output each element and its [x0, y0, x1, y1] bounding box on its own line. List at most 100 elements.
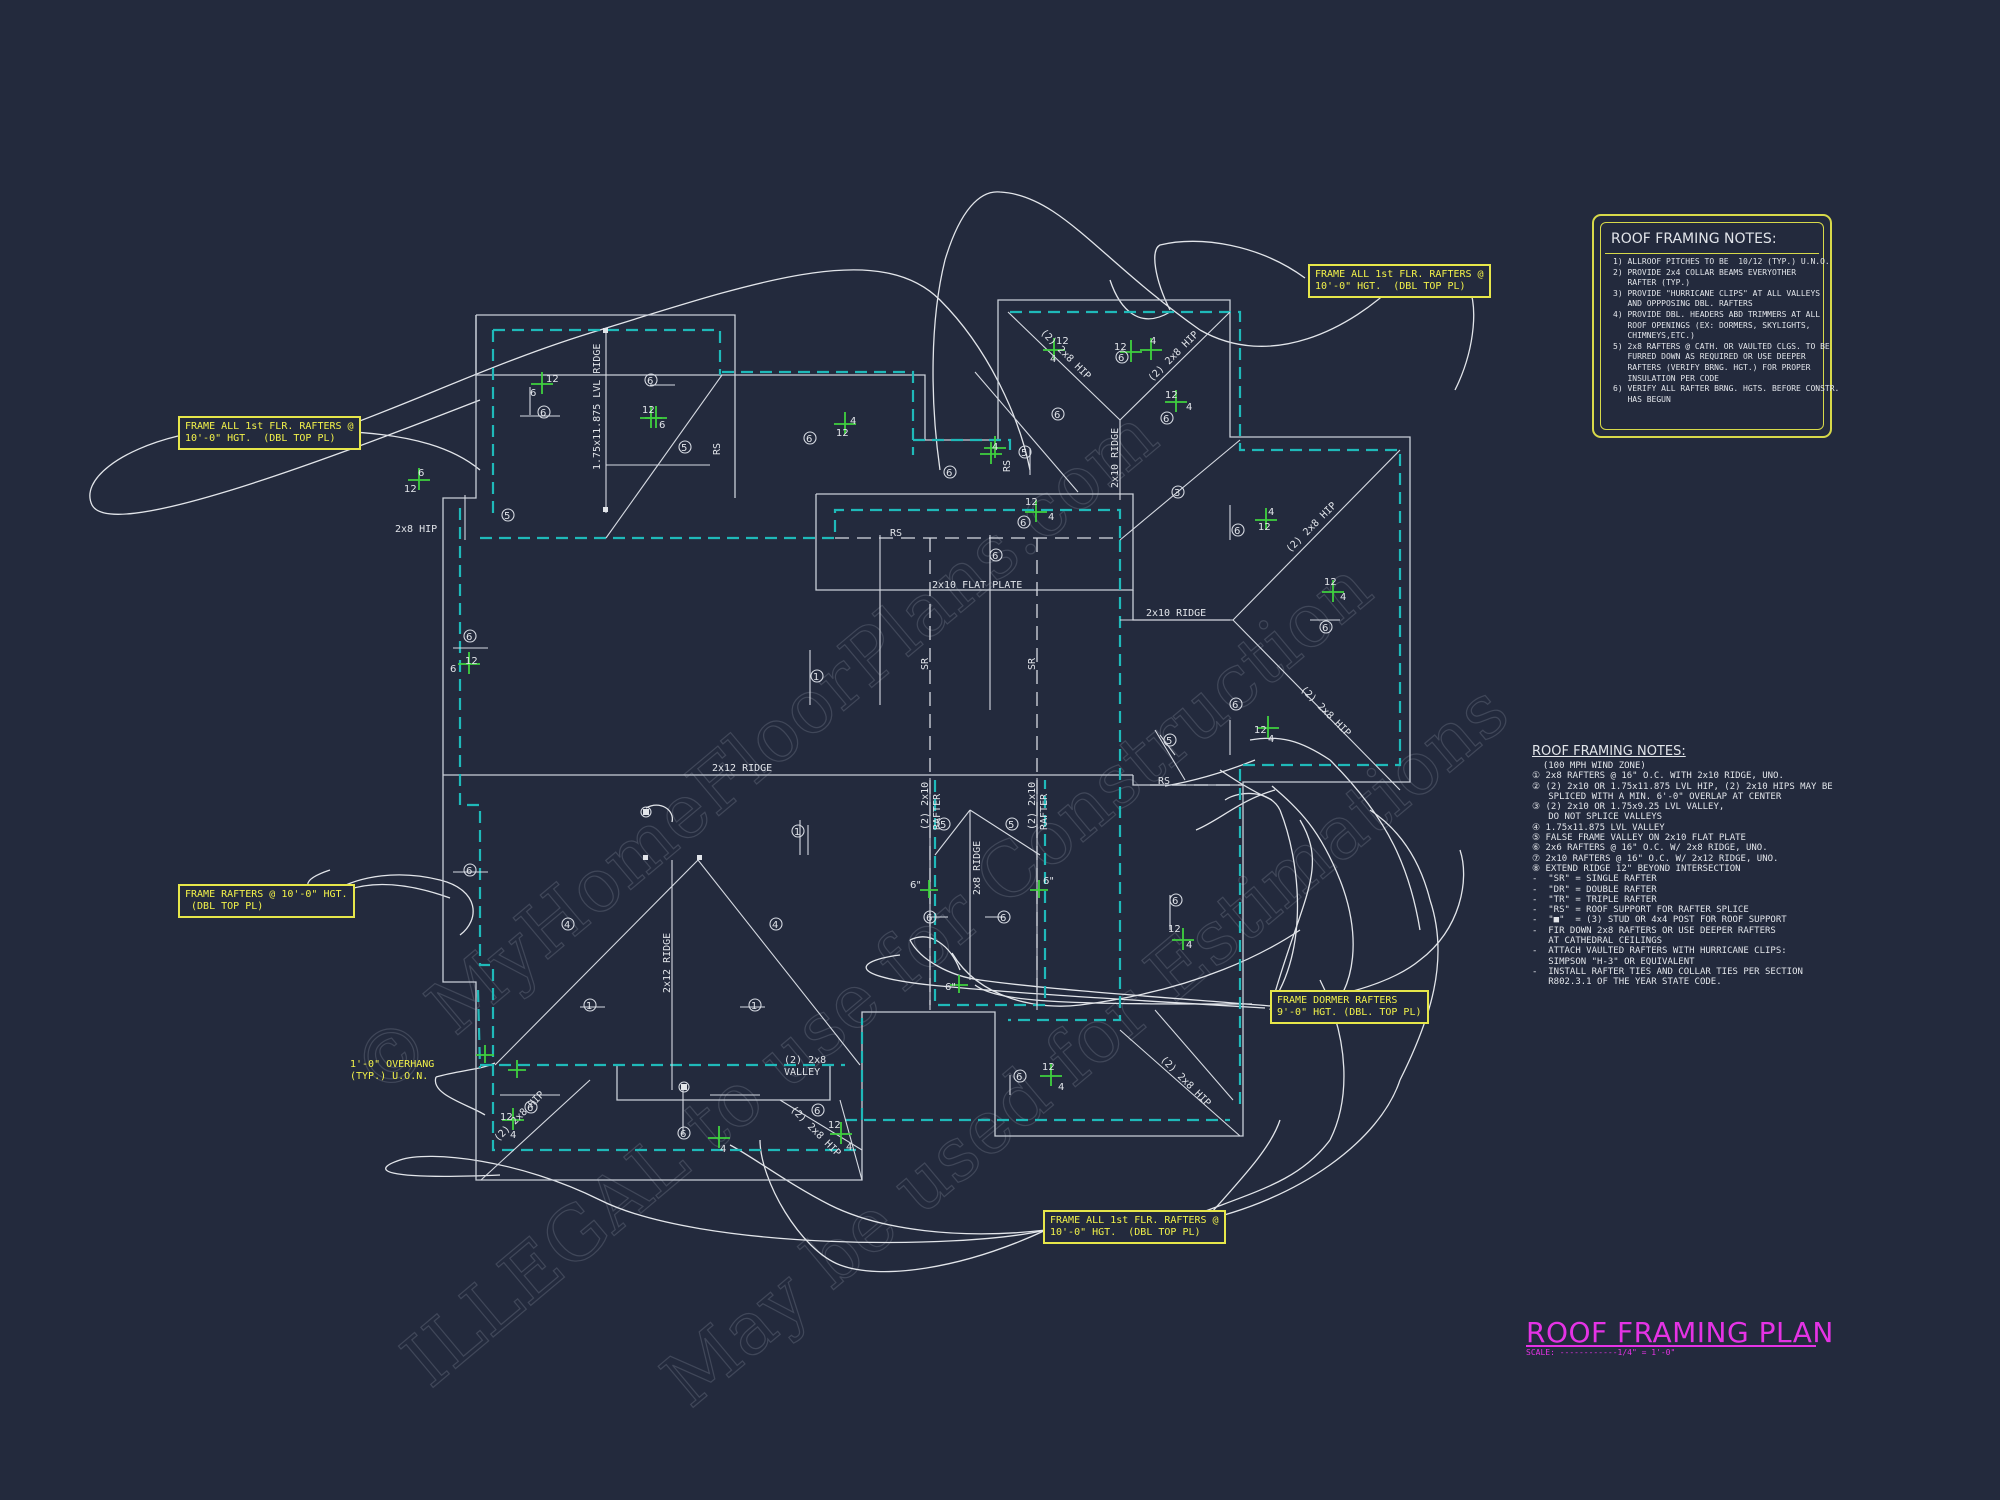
pitch-4: 4 [720, 1144, 726, 1155]
marker-6: 6 [1234, 526, 1240, 537]
ridge-2x8-label: 2x8 RIDGE [972, 841, 983, 895]
marker-6: 6 [1232, 700, 1238, 711]
hip-bottom-right-label: (2) 2x8 HIP [1158, 1054, 1213, 1109]
pitch-4: 4 [846, 1142, 852, 1153]
pitch-12: 12 [465, 656, 478, 667]
marker-3: 3 [1174, 488, 1180, 499]
pitch-4: 4 [1186, 402, 1192, 413]
callout-frame-left-top: FRAME ALL 1st FLR. RAFTERS @ 10'-0" HGT.… [178, 416, 361, 450]
marker-5: 5 [1021, 448, 1027, 459]
callout-overhang: 1'-0" OVERHANG (TYP.) U.O.N. [350, 1059, 435, 1082]
notes-box-rule [1605, 253, 1819, 254]
ridge-2x10-horizontal-label: 2x10 RIDGE [1146, 608, 1206, 619]
marker-6: 6 [1016, 1072, 1022, 1083]
marker-5: 5 [1008, 820, 1014, 831]
general-note-item: SIMPSON "H-3" OR EQUIVALENT [1532, 956, 1695, 967]
marker-6: 6 [1118, 353, 1124, 364]
general-note-item: ② (2) 2x10 OR 1.75x11.875 LVL HIP, (2) 2… [1532, 781, 1833, 792]
rafter-direction-arrows [453, 384, 1340, 1135]
notes-box-note-item: RAFTERS (VERIFY BRNG. HGT.) FOR PROPER [1613, 362, 1811, 372]
marker-6: 6 [1163, 414, 1169, 425]
marker-6: 6 [926, 913, 932, 924]
pitch-4: 4 [1050, 354, 1056, 365]
marker-5: 5 [681, 443, 687, 454]
pitch-numbers: 6 12 12 6 4 12 12 4 12 4 12 4 4 12 4 12 … [404, 336, 1346, 1155]
general-note-item: - FIR DOWN 2x8 RAFTERS OR USE DEEPER RAF… [1532, 925, 1776, 936]
general-note-item: (100 MPH WIND ZONE) [1532, 761, 1646, 771]
general-note-item: - ATTACH VAULTED RAFTERS WITH HURRICANE … [1532, 946, 1787, 957]
pitch-4: 4 [510, 1130, 516, 1141]
marker-6: 6 [680, 1129, 686, 1140]
general-note-item: ⑤ FALSE FRAME VALLEY ON 2x10 FLAT PLATE [1532, 833, 1746, 844]
ridge-2x12-horizontal-label: 2x12 RIDGE [712, 763, 772, 774]
sr-label-1: SR [920, 657, 931, 670]
pitch-markers [408, 338, 1344, 1148]
drawing-scale: SCALE: ------------1/4" = 1'-0" [1526, 1348, 1676, 1357]
general-note-item: DO NOT SPLICE VALLEYS [1532, 812, 1663, 823]
notes-box-title: ROOF FRAMING NOTES: [1611, 231, 1777, 247]
marker-1: 1 [794, 827, 800, 838]
pitch-4: 4 [850, 416, 856, 427]
pitch-4: 4 [1340, 592, 1346, 603]
general-note-item: ⑧ EXTEND RIDGE 12" BEYOND INTERSECTION [1532, 863, 1741, 874]
marker-4: 4 [772, 920, 778, 931]
marker-1: 1 [751, 1001, 757, 1012]
general-note-item: ③ (2) 2x10 OR 1.75x9.25 LVL VALLEY, [1532, 802, 1725, 813]
rs-label-4: RS [1158, 776, 1170, 787]
ridge-2x12-vertical-label: 2x12 RIDGE [662, 933, 673, 993]
pitch-4: 4 [1048, 512, 1054, 523]
pitch-12: 12 [1168, 924, 1181, 935]
dimension-ticks [476, 880, 1048, 1078]
marker-6: 6 [647, 376, 653, 387]
pitch-12: 12 [1042, 1062, 1055, 1073]
pitch-12: 12 [1165, 390, 1178, 401]
ridge-2x10-vertical-label: 2x10 RIDGE [1110, 428, 1121, 488]
framing-members [480, 311, 1401, 1181]
pitch-12: 12 [836, 428, 849, 439]
notes-box-note-item: CHIMNEYS,ETC.) [1613, 331, 1695, 341]
wall-outline [442, 299, 1411, 1181]
pitch-6: 6 [418, 468, 424, 479]
pitch-6: 6 [530, 388, 536, 399]
hip-right-bottom-label: (2) 2x8 HIP [1298, 684, 1353, 739]
general-note-item: R802.3.1 OF THE YEAR STATE CODE. [1532, 977, 1722, 988]
marker-4: 4 [564, 920, 570, 931]
pitch-12: 12 [1324, 577, 1337, 588]
pitch-12: 12 [404, 484, 417, 495]
marker-5: 5 [940, 820, 946, 831]
general-note-item: - "■" = (3) STUD OR 4x4 POST FOR ROOF SU… [1532, 915, 1787, 926]
six-inch-3: 6" [945, 982, 956, 993]
notes-box-note-item: AND OPPPOSING DBL. RAFTERS [1613, 299, 1753, 309]
drawing-title-rule [1526, 1345, 1816, 1347]
flat-plate-label: 2x10 FLAT PLATE [932, 580, 1022, 591]
notes-box-note-item: RAFTER (TYP.) [1613, 278, 1691, 288]
notes-box-note-item: 4) PROVIDE DBL. HEADERS ABD TRIMMERS AT … [1613, 309, 1821, 319]
general-note-item: SPLICED WITH A MIN. 6'-0" OVERLAP AT CEN… [1532, 791, 1782, 802]
general-note-item: AT CATHEDRAL CEILINGS [1532, 936, 1663, 947]
notes-box-note-item: INSULATION PER CODE [1613, 373, 1719, 383]
rs-label-3: RS [1002, 460, 1013, 472]
general-note-item: ④ 1.75x11.875 LVL VALLEY [1532, 822, 1665, 833]
pitch-4: 4 [1058, 1082, 1064, 1093]
callout-frame-dormer: FRAME DORMER RAFTERS 9'-0" HGT. (DBL. TO… [1270, 990, 1429, 1024]
pitch-4: 4 [1268, 507, 1274, 518]
marker-6: 6 [540, 408, 546, 419]
six-inch-1: 6" [910, 880, 921, 891]
sr-label-2: SR [1027, 657, 1038, 670]
lvl-ridge-label: 1.75x11.875 LVL RIDGE [592, 344, 603, 470]
marker-6: 6 [1322, 623, 1328, 634]
general-note-item: - "TR" = TRIPLE RAFTER [1532, 894, 1657, 905]
pitch-6: 6 [659, 420, 665, 431]
pitch-12: 12 [642, 405, 655, 416]
callout-frame-bottom: FRAME ALL 1st FLR. RAFTERS @ 10'-0" HGT.… [1043, 1210, 1226, 1244]
marker-6: 6 [527, 1103, 533, 1114]
marker-6: 6 [1054, 410, 1060, 421]
notes-inner-border: ROOF FRAMING NOTES: 1) ALLROOF PITCHES T… [1600, 222, 1839, 430]
pitch-12: 12 [1254, 725, 1267, 736]
notes-box-list: 1) ALLROOF PITCHES TO BE 10/12 (TYP.) U.… [1613, 257, 1839, 405]
pitch-12: 12 [1258, 522, 1271, 533]
marker-6: 6 [806, 434, 812, 445]
pitch-4: 4 [1150, 336, 1156, 347]
pitch-4: 4 [992, 442, 998, 453]
